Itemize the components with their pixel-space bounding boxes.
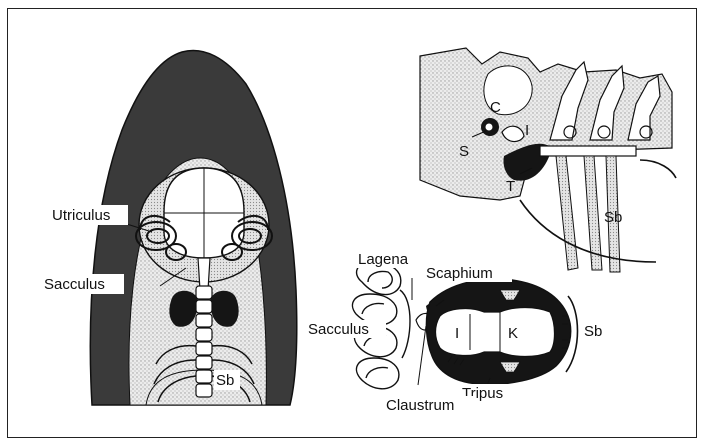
label-i-ossicle: I bbox=[455, 325, 459, 342]
label-t: T bbox=[506, 178, 515, 195]
vertebral-column bbox=[196, 286, 212, 397]
sinus-impar bbox=[198, 258, 210, 290]
label-sacculus: Sacculus bbox=[44, 276, 105, 293]
label-scaphium: Scaphium bbox=[426, 265, 493, 282]
label-utriculus: Utriculus bbox=[52, 207, 110, 224]
label-sb-ossicle: Sb bbox=[584, 323, 602, 340]
label-s: S bbox=[459, 143, 469, 160]
bottom-right-panel-ossicles: Lagena Scaphium Sacculus I K Sb Tripus C… bbox=[306, 250, 602, 414]
label-c: C bbox=[490, 99, 501, 116]
label-sacculus-right: Sacculus bbox=[308, 321, 369, 338]
label-lagena: Lagena bbox=[358, 251, 409, 268]
label-k: K bbox=[508, 325, 518, 342]
label-i-lateral: I bbox=[525, 122, 529, 139]
label-sb-lateral: Sb bbox=[604, 209, 622, 226]
label-claustrum: Claustrum bbox=[386, 397, 454, 414]
left-panel-fish-head: Utriculus Sacculus Sb bbox=[42, 50, 297, 405]
label-sb-left: Sb bbox=[216, 372, 234, 389]
vertebral-body-white bbox=[436, 308, 555, 357]
top-right-panel-lateral: C S I T Sb bbox=[420, 48, 676, 272]
